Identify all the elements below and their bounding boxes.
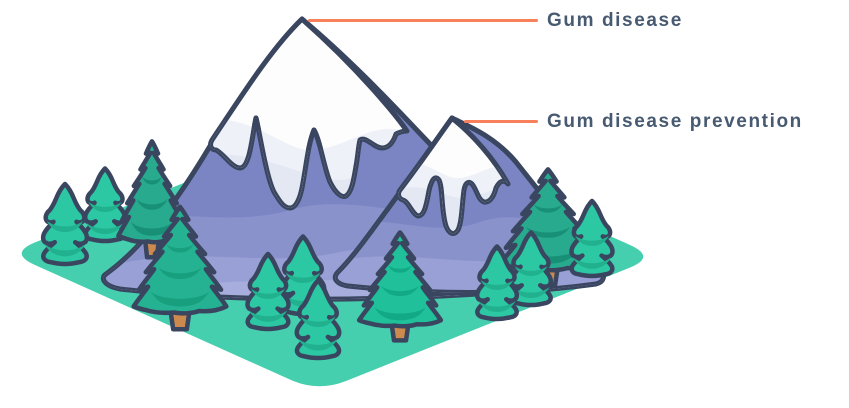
- pine-tree: [41, 182, 89, 266]
- pine-tree: [570, 199, 614, 278]
- leader-line-gum-disease: [308, 19, 538, 22]
- annotation-label-gum-disease-prevention: Gum disease prevention: [547, 111, 803, 132]
- annotation-label-gum-disease: Gum disease: [547, 10, 683, 31]
- leader-line-gum-disease-prevention: [464, 120, 538, 123]
